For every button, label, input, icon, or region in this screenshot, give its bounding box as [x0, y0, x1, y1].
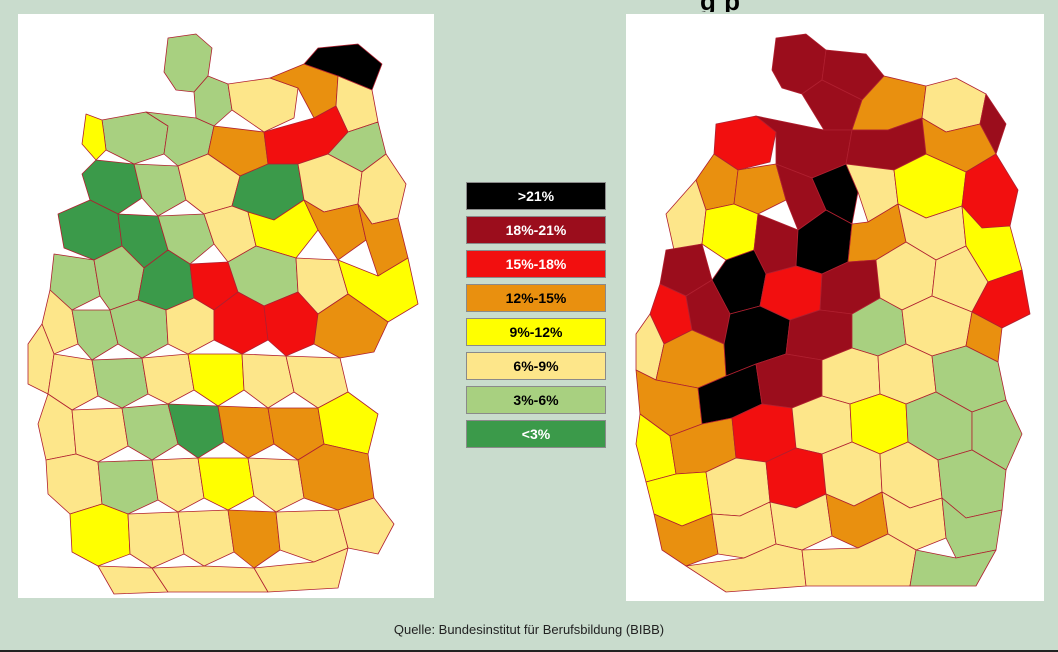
legend-item: 6%-9%	[466, 352, 606, 380]
source-caption: Quelle: Bundesinstitut für Berufsbildung…	[393, 622, 665, 637]
top-strip	[0, 0, 1058, 12]
legend-item: 12%-15%	[466, 284, 606, 312]
map-panel-right	[626, 14, 1044, 601]
legend-item: 18%-21%	[466, 216, 606, 244]
bottom-border	[0, 650, 1058, 652]
legend-item: 3%-6%	[466, 386, 606, 414]
map-panel-left	[18, 14, 434, 598]
legend-item: >21%	[466, 182, 606, 210]
germany-map-right	[635, 33, 1031, 593]
legend-item: 15%-18%	[466, 250, 606, 278]
legend-item: <3%	[466, 420, 606, 448]
germany-map-left	[27, 33, 419, 595]
title-fragment: g p	[700, 0, 1058, 12]
legend-item: 9%-12%	[466, 318, 606, 346]
legend: >21% 18%-21% 15%-18% 12%-15% 9%-12% 6%-9% 3%-6…	[466, 182, 606, 454]
